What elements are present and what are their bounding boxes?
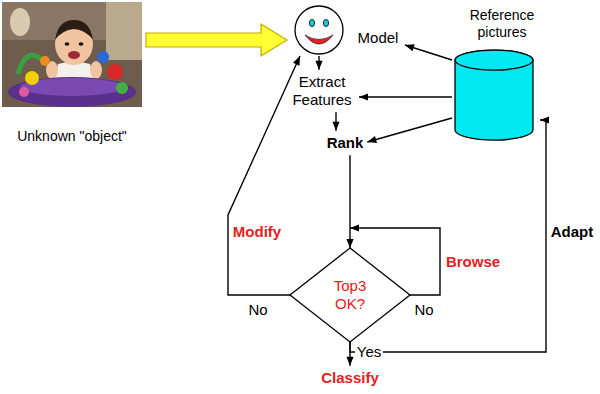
process-step: Extract Features <box>285 70 359 113</box>
photo-door <box>106 2 142 60</box>
process-step: Rank <box>323 131 368 155</box>
face-eye <box>309 19 314 26</box>
connector-group <box>146 24 546 366</box>
branch-label: No <box>412 301 435 319</box>
block-arrow <box>146 24 287 56</box>
photo-hair <box>55 20 93 40</box>
node-label: Top3 OK? <box>328 277 372 314</box>
node-label: Reference pictures <box>468 7 536 41</box>
node-label: Classify <box>321 369 379 387</box>
photo-arm <box>90 61 102 79</box>
photo-toy <box>107 64 123 80</box>
diamond-outline <box>290 248 410 342</box>
flow-arrow <box>359 96 452 97</box>
flow-arrow <box>405 45 452 60</box>
photo-toy <box>18 55 42 74</box>
photo-toy <box>40 56 50 66</box>
branch-label: No <box>246 301 269 319</box>
photo-toy <box>97 51 109 63</box>
face-eye <box>323 19 328 26</box>
node-label: Extract Features <box>289 73 355 110</box>
photo-toy <box>116 82 128 94</box>
edge-label: Modify <box>231 223 283 241</box>
edge-label: Adapt <box>549 223 596 241</box>
node-label: Model <box>358 29 399 47</box>
decision-diamond: Top3 OK? <box>290 248 410 342</box>
flow-arrow <box>228 56 300 295</box>
photo-node: Unknown "object" <box>2 2 142 149</box>
reference-store: Reference pictures <box>452 4 540 140</box>
face-smile <box>305 35 333 44</box>
edge-label: Yes <box>355 343 383 361</box>
cylinder-top <box>455 50 533 70</box>
edge-label: Browse <box>444 253 502 271</box>
photo-mouth <box>68 51 80 59</box>
flow-arrow <box>335 112 336 131</box>
terminal-step: Classify <box>317 366 383 390</box>
face-outline <box>295 6 343 54</box>
photo-toy <box>25 71 39 85</box>
photo-ground <box>2 2 142 107</box>
flow-arrow <box>349 155 350 248</box>
photo-eye <box>79 42 84 45</box>
flow-arrow <box>318 56 319 70</box>
node-label: Rank <box>327 134 364 152</box>
model-node: Model <box>293 4 405 56</box>
photo-lamp <box>10 8 30 36</box>
photo-toy <box>19 87 29 97</box>
baby-photo <box>2 2 142 107</box>
cylinder-body <box>455 50 533 140</box>
node-label: Unknown "object" <box>17 128 127 145</box>
flow-arrow <box>367 118 452 142</box>
photo-eye <box>65 42 70 45</box>
